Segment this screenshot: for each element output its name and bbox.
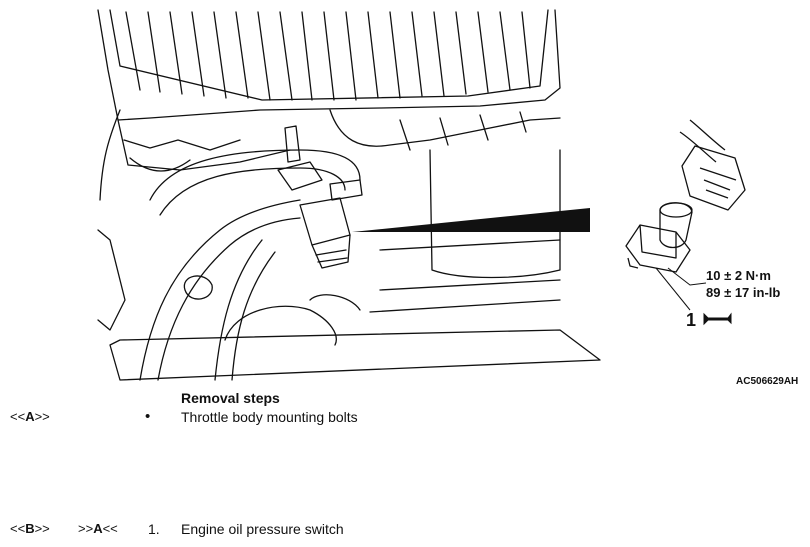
figure-id: AC506629AH [736,376,798,387]
service-point-tag: <<B>> [10,521,50,536]
step-text: Throttle body mounting bolts [181,409,358,425]
torque-leader-line [667,267,707,286]
step-text: Engine oil pressure switch [181,521,344,537]
installation-point-tag: >>A<< [78,521,118,536]
engine-oil-pressure-switch-illustration: 10 ± 2 N·m 89 ± 17 in-lb 1 AC506629AH [97,9,798,387]
wrench-icon [703,312,732,326]
removal-step-row: <<A>> • Throttle body mounting bolts [0,408,810,429]
service-point-tag: <<A>> [10,409,50,424]
torque-metric: 10 ± 2 N·m [706,268,771,283]
callout-leader-line [655,267,691,311]
callout-pointer [352,208,590,232]
oil-pressure-switch-detail [625,119,746,273]
removal-step-row: <<B>> >>A<< 1. Engine oil pressure switc… [0,521,810,541]
callout-number: 1 [686,310,696,330]
engine-drawing [97,9,601,381]
torque-imperial: 89 ± 17 in-lb [706,285,780,300]
step-number: 1. [148,521,160,537]
removal-steps-title: Removal steps [181,390,280,406]
step-bullet: • [145,408,151,425]
